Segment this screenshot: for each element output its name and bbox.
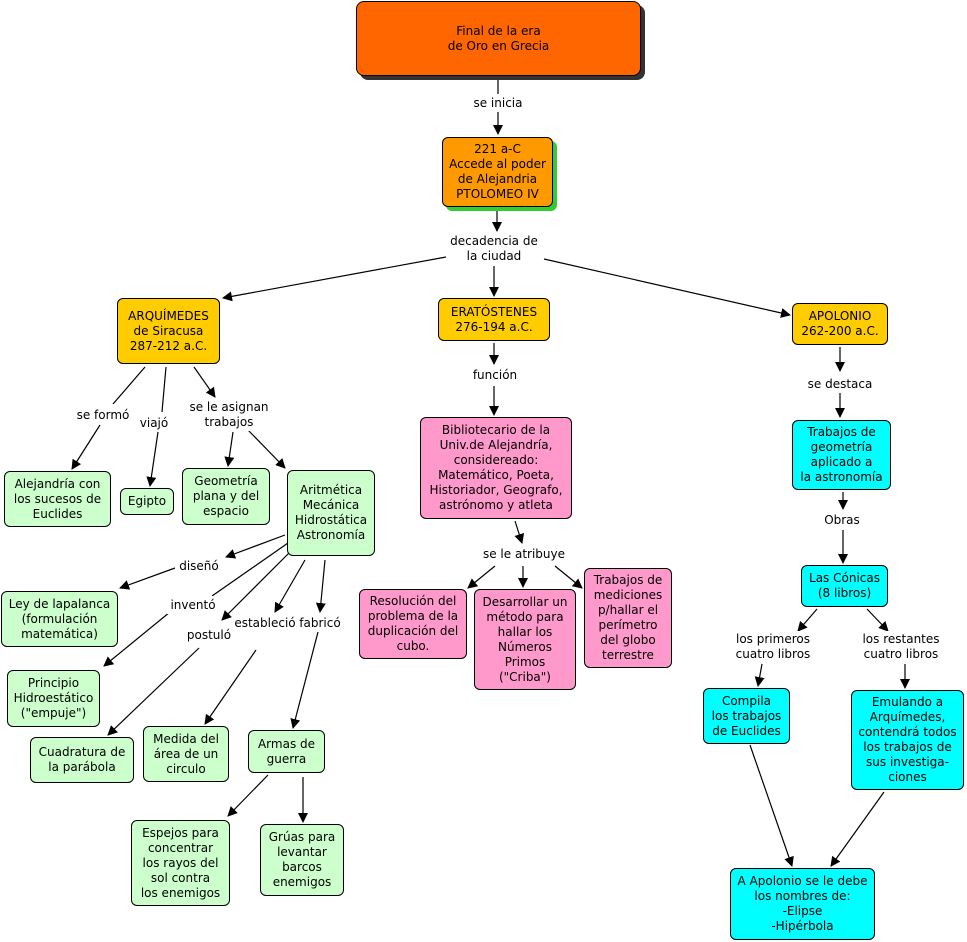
link-fabrico: fabricó — [296, 614, 344, 632]
egipto-node[interactable]: Egipto — [120, 488, 174, 515]
edge-arit-diseno — [225, 534, 286, 559]
edge-biblio-atribuye — [514, 520, 525, 544]
duplicacion-node[interactable]: Resolución del problema de la duplicació… — [359, 589, 467, 659]
edge-arit-postulo — [221, 547, 295, 621]
edge-conicas-restantes — [866, 608, 889, 632]
edge-arit-establecio — [274, 559, 306, 613]
edge-decadencia-arquimedes — [222, 256, 447, 302]
edge-decadencia-apolonio — [543, 258, 791, 318]
link-se-inicia: se inicia — [468, 94, 528, 112]
edge-arq-asignan — [193, 366, 216, 398]
espejos-node[interactable]: Espejos para concentrar los rayos del so… — [131, 820, 230, 906]
edge-conicas-primeros — [797, 608, 818, 632]
nombres-node[interactable]: A Apolonio se le debe los nombres de: -E… — [730, 868, 875, 940]
link-invento: inventó — [167, 596, 219, 614]
edge-atribuye-mediciones — [554, 565, 583, 589]
edge-primeros-compila — [754, 663, 765, 687]
gruas-node[interactable]: Grúas para levantar barcos enemigos — [260, 824, 344, 896]
edge-compila-nombres — [749, 744, 794, 867]
edge-arit-invento — [211, 542, 289, 597]
edge-armas-espejos — [227, 774, 269, 817]
mediciones-node[interactable]: Trabajos de mediciones p/hallar el perím… — [584, 568, 672, 668]
compila-node[interactable]: Compila los trabajos de Euclides — [703, 688, 790, 744]
primos-node[interactable]: Desarrollar un método para hallar los Nú… — [474, 589, 576, 690]
aritmetica-node[interactable]: Aritmética Mecánica Hidrostática Astrono… — [287, 470, 375, 556]
edge-arq-seformo — [112, 366, 146, 405]
link-se-formo: se formó — [74, 406, 132, 424]
link-restantes: los restantes cuatro libros — [858, 631, 944, 663]
apolonio-node[interactable]: APOLONIO 262-200 a.C. — [792, 303, 888, 345]
conicas-node[interactable]: Las Cónicas (8 libros) — [801, 565, 888, 607]
edge-asignan-geometria — [224, 431, 235, 467]
title-node[interactable]: Final de la era de Oro en Grecia — [356, 1, 641, 76]
trabajos-geo-node[interactable]: Trabajos de geometría aplicado a la astr… — [792, 420, 891, 490]
edge-seformo-alejandria — [71, 424, 101, 470]
link-establecio: estableció — [232, 614, 298, 632]
link-diseno: diseñó — [175, 557, 223, 575]
cuadratura-node[interactable]: Cuadratura de la parábola — [30, 737, 134, 783]
edge-postulo-cuadratura — [107, 647, 200, 736]
link-decadencia: decadencia de la ciudad — [447, 233, 541, 265]
armas-node[interactable]: Armas de guerra — [248, 730, 325, 773]
link-se-destaca: se destaca — [804, 375, 876, 393]
link-primeros: los primeros cuatro libros — [730, 631, 816, 663]
geometria-plana-node[interactable]: Geometría plana y del espacio — [182, 468, 270, 525]
link-funcion: función — [469, 366, 521, 384]
edge-establecio-medida — [204, 649, 257, 725]
link-se-le-asignan: se le asignan trabajos — [186, 399, 272, 431]
ley-palanca-node[interactable]: Ley de lapalanca (formulación matemática… — [1, 591, 118, 647]
edge-fabrico-armas — [290, 631, 319, 729]
link-obras: Obras — [820, 511, 864, 529]
ptolomeo-node[interactable]: 221 a-C Accede al poder de Alejandria PT… — [442, 137, 553, 207]
arquimedes-node[interactable]: ARQUÍMEDES de Siracusa 287-212 a.C. — [117, 298, 220, 364]
edge-arq-viajo — [161, 366, 167, 413]
link-postulo: postuló — [183, 626, 235, 644]
edge-viajo-egipto — [146, 431, 159, 487]
edge-atribuye-duplicacion — [467, 565, 496, 589]
link-viajo: viajó — [140, 414, 168, 432]
principio-hidro-node[interactable]: Principio Hidroestático ("empuje") — [7, 670, 100, 727]
edge-emulando-nombres — [830, 791, 885, 867]
medida-circulo-node[interactable]: Medida del área de un circulo — [143, 726, 229, 782]
link-se-le-atribuye: se le atribuye — [479, 545, 569, 563]
edge-asignan-aritmetica — [247, 429, 286, 469]
eratostenes-node[interactable]: ERATÓSTENES 276-194 a.C. — [438, 298, 550, 341]
edge-arit-fabrico — [315, 559, 326, 613]
edge-diseno-palanca — [119, 567, 176, 590]
alejandria-euclides-node[interactable]: Alejandría con los sucesos de Euclides — [4, 471, 111, 527]
emulando-node[interactable]: Emulando a Arquímedes, contendrá todos l… — [851, 690, 964, 790]
bibliotecario-node[interactable]: Bibliotecario de la Univ.de Alejandría, … — [420, 417, 572, 519]
